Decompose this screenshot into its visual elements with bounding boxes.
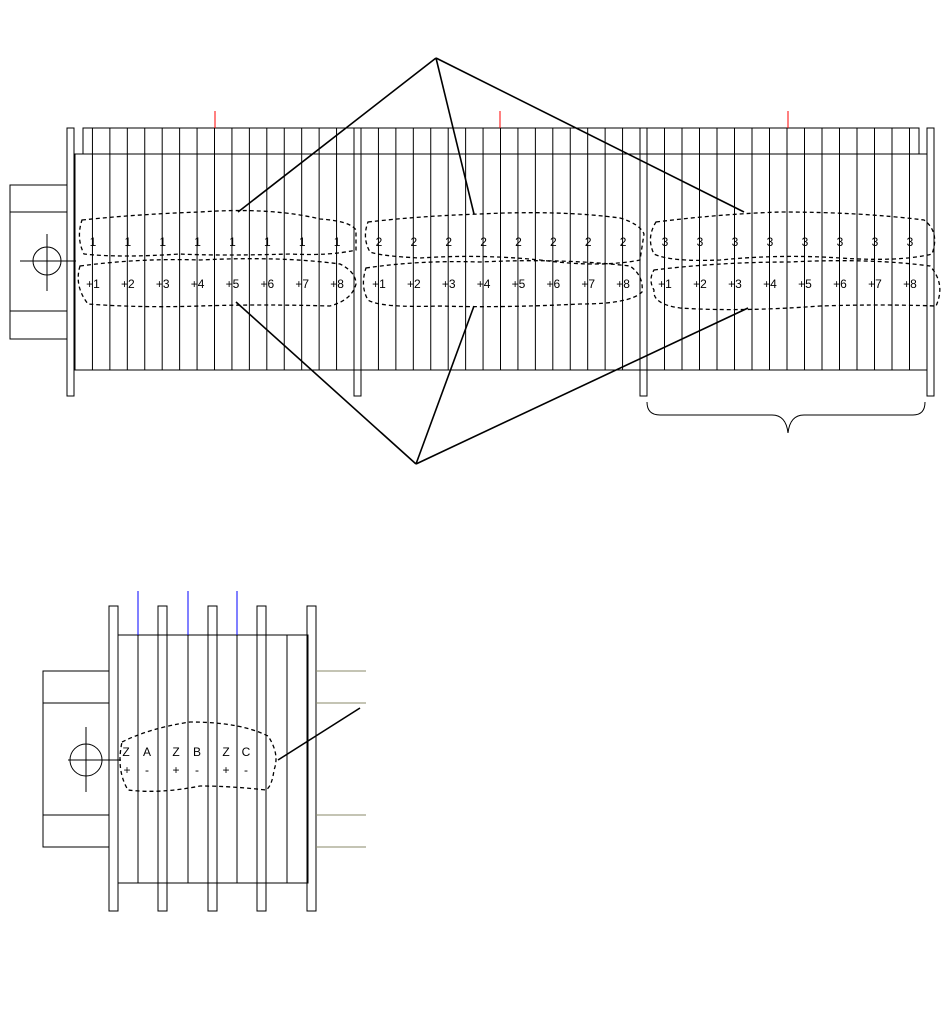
motor-label-bottom-4: - xyxy=(195,763,199,777)
terminal-label-bottom: +1 xyxy=(372,277,386,291)
terminal-label-bottom: +8 xyxy=(903,277,917,291)
terminal-label-top: 1 xyxy=(90,235,97,249)
label-region-g1-bottom xyxy=(78,259,356,307)
terminal-label-bottom: +6 xyxy=(546,277,560,291)
terminal-label-top: 3 xyxy=(732,235,739,249)
terminal-label-bottom: +6 xyxy=(833,277,847,291)
motor-plate-1 xyxy=(109,606,118,911)
terminal-label-bottom: +4 xyxy=(477,277,491,291)
terminal-label-top: 1 xyxy=(264,235,271,249)
motor-label-top-6: C xyxy=(242,745,251,759)
terminal-label-top: 3 xyxy=(662,235,669,249)
terminal-label-bottom: +2 xyxy=(693,277,707,291)
terminal-label-top: 2 xyxy=(515,235,522,249)
terminal-label-top: 1 xyxy=(229,235,236,249)
terminal-label-top: 2 xyxy=(410,235,417,249)
terminal-label-bottom: +2 xyxy=(121,277,135,291)
terminal-label-bottom: +6 xyxy=(260,277,274,291)
label-region-g2-top xyxy=(365,213,644,264)
terminal-label-bottom: +4 xyxy=(191,277,205,291)
terminal-label-bottom: +1 xyxy=(86,277,100,291)
terminal-block-assembly: 1 1 1 1 1 1 1 1 +1 +2 +3 +4 +5 +6 +7 +8 2 2 2 2 2 2 2 2 +1 +2 +3 +4… xyxy=(10,58,940,464)
leader-lines-top xyxy=(238,58,744,214)
motor-label-top-5: Z xyxy=(222,745,229,759)
terminal-label-top: 3 xyxy=(837,235,844,249)
motor-leader-line xyxy=(278,708,360,760)
label-region-g2-bottom xyxy=(363,261,642,307)
end-plate-right xyxy=(927,128,934,396)
terminal-label-top: 1 xyxy=(194,235,201,249)
header-dividers xyxy=(92,128,909,154)
terminal-label-bottom: +7 xyxy=(581,277,595,291)
separator-plate-1 xyxy=(354,128,361,396)
terminal-label-top: 3 xyxy=(802,235,809,249)
label-region-g1-top xyxy=(79,211,356,256)
motor-label-bottom-2: - xyxy=(145,763,149,777)
motor-label-top-4: B xyxy=(193,745,201,759)
terminal-label-top: 1 xyxy=(334,235,341,249)
motor-label-top-3: Z xyxy=(172,745,179,759)
terminal-label-top: 1 xyxy=(159,235,166,249)
terminal-label-top: 3 xyxy=(697,235,704,249)
terminal-label-bottom: +8 xyxy=(330,277,344,291)
mounting-bracket-top xyxy=(10,185,76,339)
terminal-label-bottom: +2 xyxy=(407,277,421,291)
terminal-label-top: 2 xyxy=(445,235,452,249)
leader-lines-bottom xyxy=(236,302,748,464)
motor-label-top-1: Z xyxy=(122,745,129,759)
motor-label-bottom-3: + xyxy=(172,763,179,777)
terminal-label-bottom: +5 xyxy=(226,277,240,291)
motor-label-bottom-1: + xyxy=(123,763,130,777)
end-plate-left xyxy=(67,128,74,396)
terminal-label-bottom: +5 xyxy=(512,277,526,291)
terminal-label-bottom: +7 xyxy=(295,277,309,291)
terminal-label-bottom: +7 xyxy=(868,277,882,291)
terminal-labels: 1 1 1 1 1 1 1 1 +1 +2 +3 +4 +5 +6 +7 +8 2 2 2 2 2 2 2 2 +1 +2 +3 +4… xyxy=(86,235,917,291)
motor-label-top-2: A xyxy=(143,745,151,759)
terminal-label-bottom: +3 xyxy=(442,277,456,291)
terminal-label-bottom: +3 xyxy=(156,277,170,291)
motor-terminal-block: Z A Z B Z C + - + - + - xyxy=(43,591,366,911)
terminal-label-top: 2 xyxy=(550,235,557,249)
terminal-label-top: 3 xyxy=(907,235,914,249)
motor-plate-3 xyxy=(208,606,217,911)
terminal-label-bottom: +1 xyxy=(658,277,672,291)
terminal-label-top: 2 xyxy=(620,235,627,249)
terminal-label-top: 2 xyxy=(585,235,592,249)
terminal-label-bottom: +4 xyxy=(763,277,777,291)
motor-plate-2 xyxy=(158,606,167,911)
terminal-label-bottom: +3 xyxy=(728,277,742,291)
motor-plate-4 xyxy=(257,606,266,911)
terminal-label-bottom: +5 xyxy=(798,277,812,291)
motor-label-bottom-5: + xyxy=(222,763,229,777)
group-brace xyxy=(647,402,925,433)
motor-label-bottom-6: - xyxy=(244,763,248,777)
terminal-label-top: 1 xyxy=(124,235,131,249)
terminal-label-bottom: +8 xyxy=(616,277,630,291)
terminal-label-top: 2 xyxy=(376,235,383,249)
terminal-label-top: 3 xyxy=(767,235,774,249)
terminal-label-top: 2 xyxy=(480,235,487,249)
terminal-label-top: 3 xyxy=(872,235,879,249)
terminal-label-top: 1 xyxy=(299,235,306,249)
